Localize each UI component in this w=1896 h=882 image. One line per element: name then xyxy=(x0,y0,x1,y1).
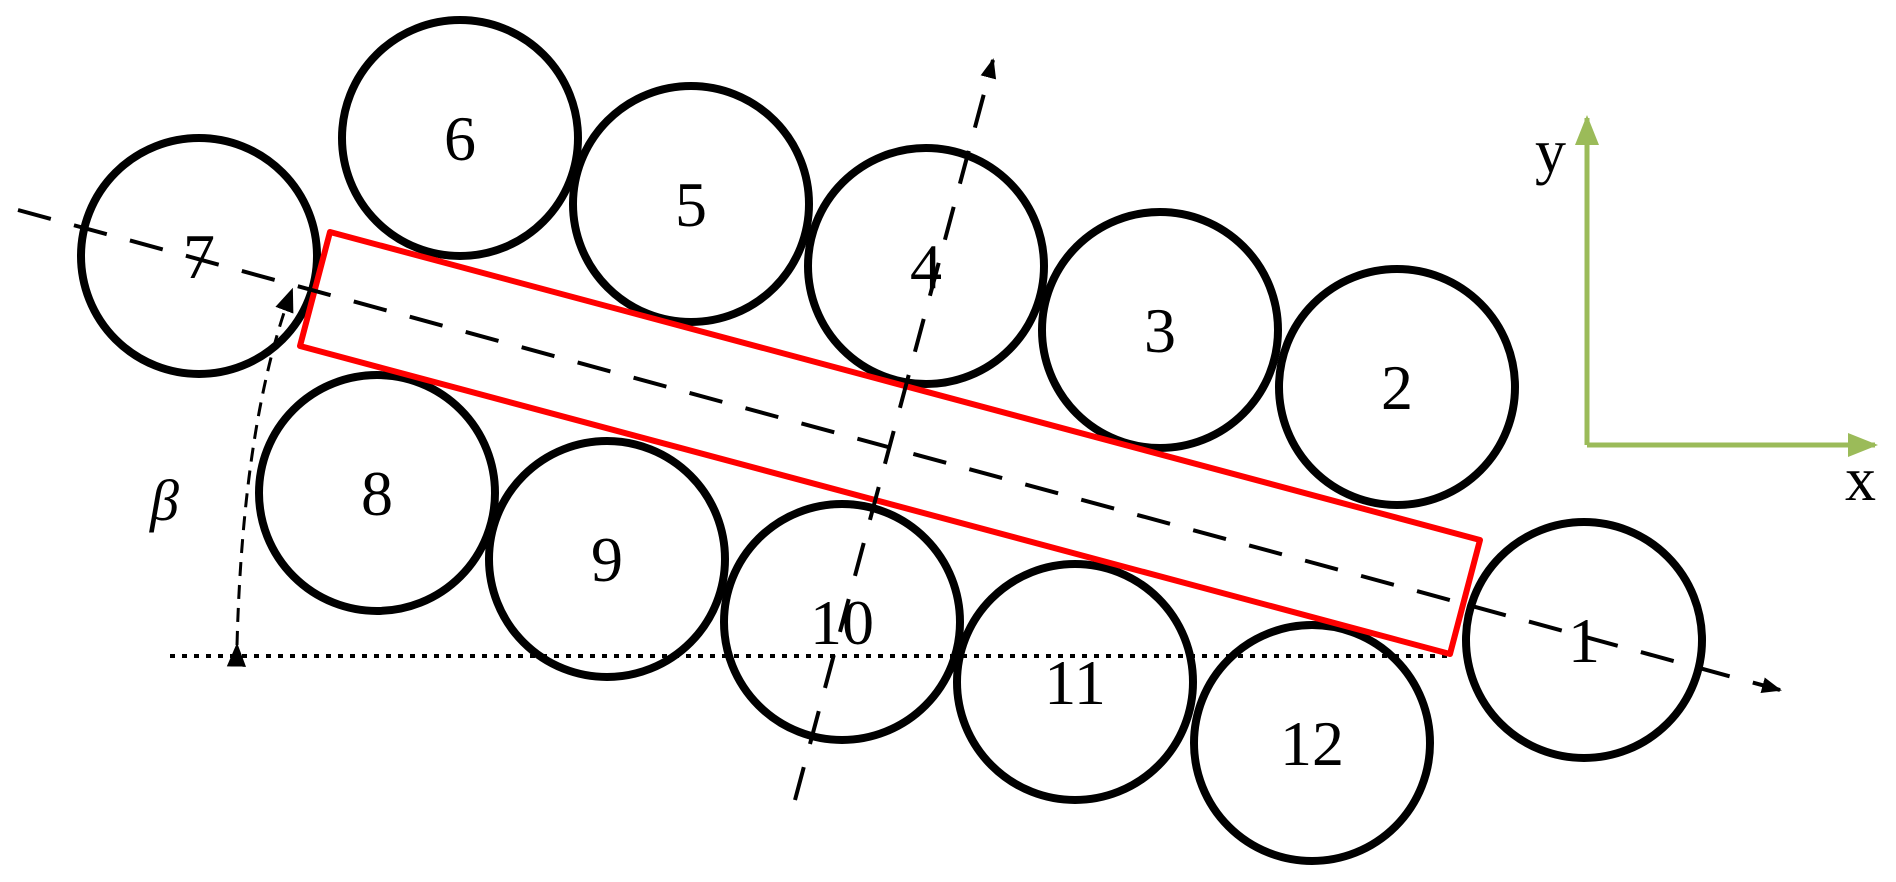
frame-y-label: y xyxy=(1535,118,1566,186)
roller-circle xyxy=(1275,265,1519,509)
roller-6: 6 xyxy=(338,16,582,260)
roller-circle xyxy=(720,500,964,744)
roller-circle xyxy=(1038,208,1282,452)
roller-3: 3 xyxy=(1038,208,1282,452)
roller-label: 2 xyxy=(1381,352,1413,423)
beta-angle-arc xyxy=(226,287,294,667)
roller-label: 11 xyxy=(1044,647,1106,718)
roller-11: 11 xyxy=(953,560,1197,804)
roller-circle xyxy=(77,134,321,378)
roller-label: 8 xyxy=(361,458,393,529)
dashed-perpendicular-axis xyxy=(793,58,997,801)
red-rectangle xyxy=(297,229,1483,657)
roller-4: 4 xyxy=(804,144,1048,388)
frame-x-label: x xyxy=(1845,446,1876,514)
roller-9: 9 xyxy=(485,437,729,681)
circle-group: 123456789101112 xyxy=(77,16,1706,865)
roller-8: 8 xyxy=(255,371,499,615)
roller-5: 5 xyxy=(569,82,813,326)
roller-label: 12 xyxy=(1280,708,1344,779)
roller-circle xyxy=(485,437,729,681)
roller-circle xyxy=(953,560,1197,804)
roller-label: 9 xyxy=(591,524,623,595)
roller-circle xyxy=(1462,518,1706,762)
roller-2: 2 xyxy=(1275,265,1519,509)
roller-7: 7 xyxy=(77,134,321,378)
coordinate-frame: y x xyxy=(1535,115,1878,514)
roller-label: 5 xyxy=(675,169,707,240)
roller-circle xyxy=(569,82,813,326)
roller-1: 1 xyxy=(1462,518,1706,762)
roller-label: 3 xyxy=(1144,295,1176,366)
roller-circle xyxy=(804,144,1048,388)
beta-label: β xyxy=(149,468,179,533)
roller-12: 12 xyxy=(1190,621,1434,865)
roller-circle xyxy=(338,16,582,260)
roller-circle xyxy=(1190,621,1434,865)
dashed-long-axis xyxy=(17,208,1782,693)
roller-label: 6 xyxy=(444,103,476,174)
